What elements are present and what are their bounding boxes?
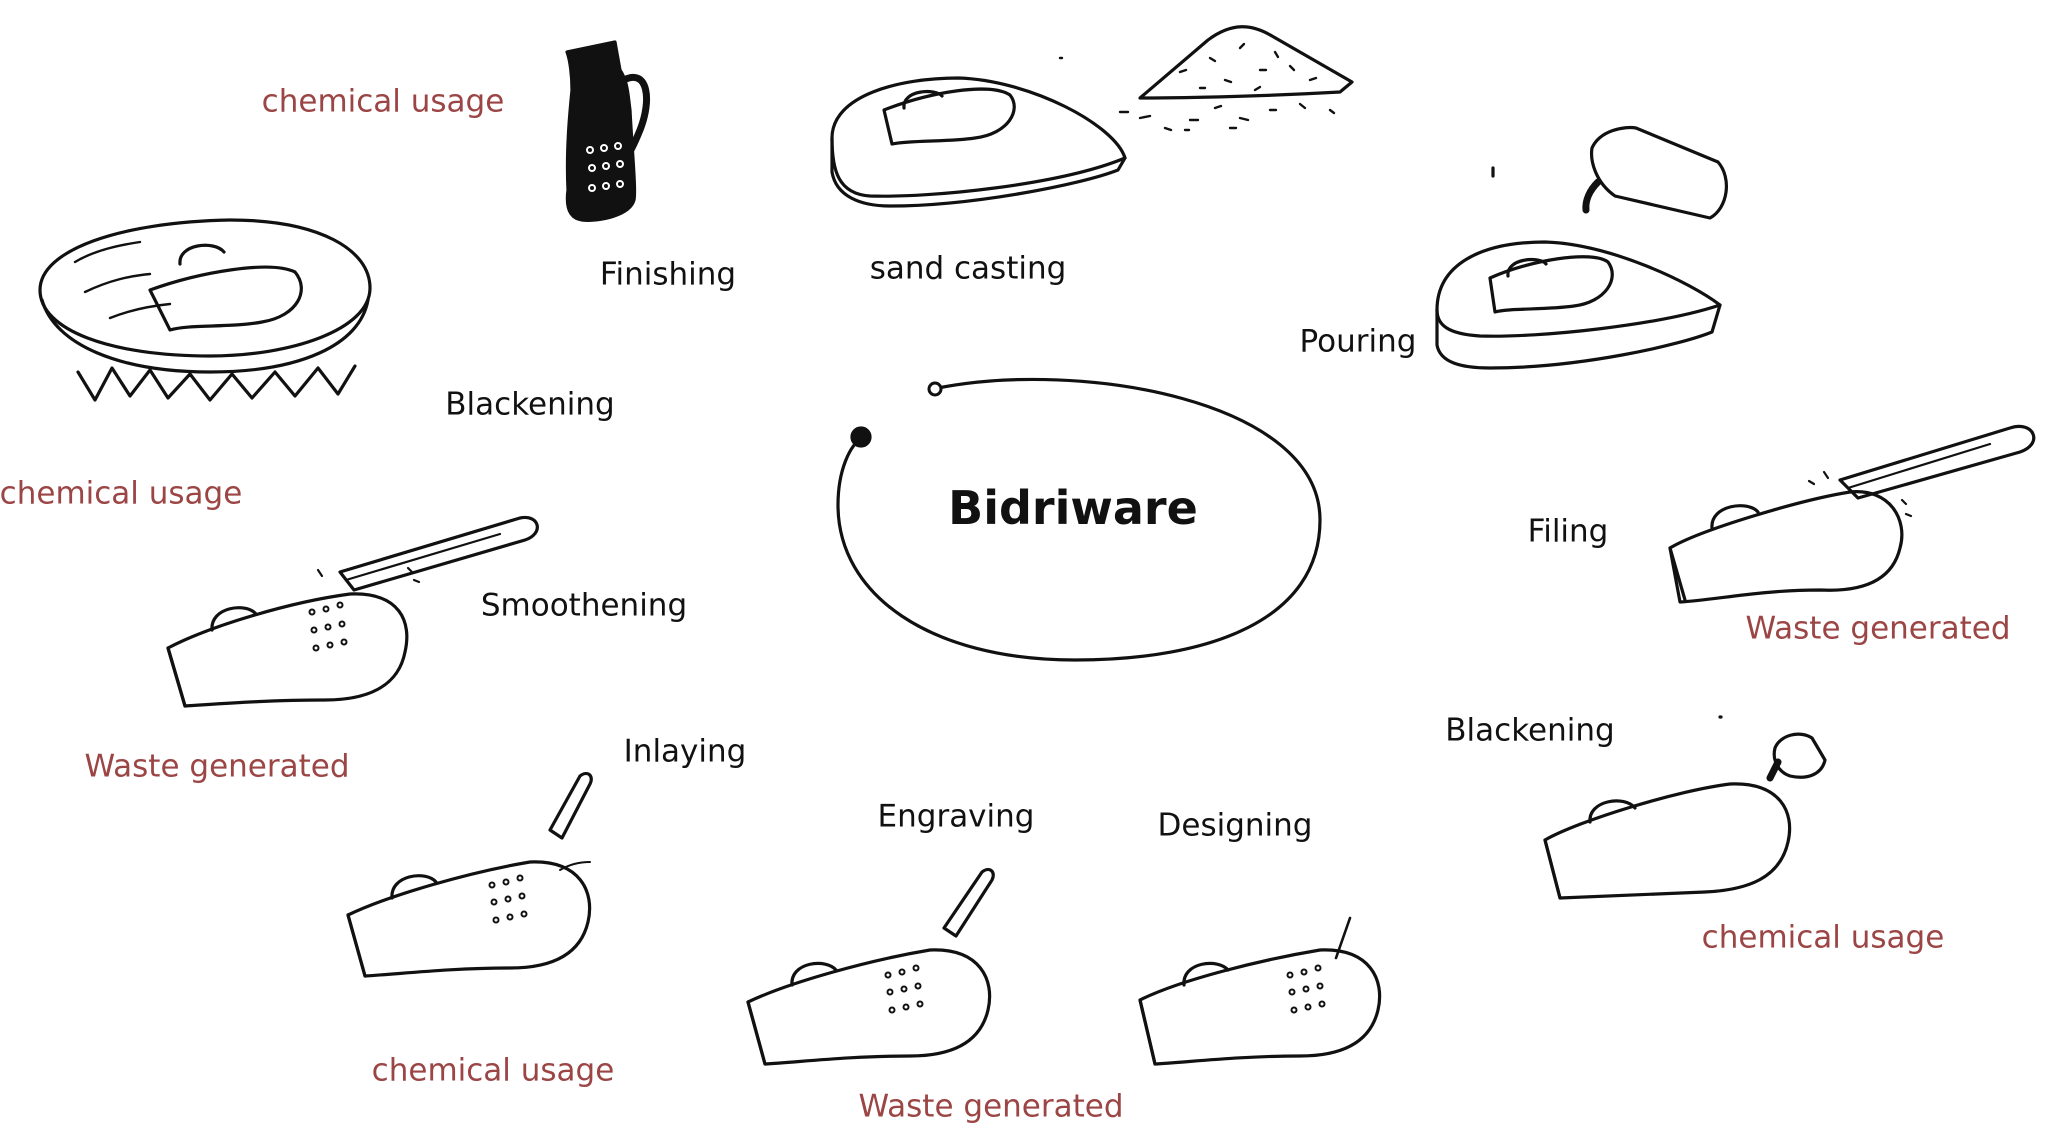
impact-label-engraving: Waste generated (858, 1088, 1124, 1125)
impact-label-blackening-left: chemical usage (0, 475, 243, 512)
step-label-pouring: Pouring (1299, 323, 1417, 360)
sand-pile-icon (1058, 25, 1354, 132)
step-label-blackening-left: Blackening (445, 386, 615, 423)
step-label-finishing: Finishing (599, 256, 737, 293)
impact-label-filing: Waste generated (1745, 610, 2011, 647)
sand-mould-icon (830, 76, 1127, 208)
step-label-smoothening: Smoothening (480, 587, 688, 624)
step-label-filing: Filing (1527, 513, 1609, 550)
step-label-designing: Designing (1157, 807, 1313, 844)
smoothening-jug-icon (166, 515, 539, 708)
engraving-jug-icon (746, 867, 995, 1066)
filing-jug-icon (1668, 424, 2036, 604)
cycle-end-dot (850, 426, 872, 448)
cycle-loop-path (836, 377, 1322, 662)
impact-label-blackening-right: chemical usage (1701, 919, 1945, 956)
blackened-jug-icon (565, 40, 650, 222)
step-label-inlaying: Inlaying (623, 733, 747, 770)
inlaying-jug-icon (346, 771, 593, 978)
impact-label-smoothening: Waste generated (84, 748, 350, 785)
step-label-engraving: Engraving (877, 798, 1035, 835)
step-label-sand-casting: sand casting (869, 250, 1067, 287)
cycle-start-dot (927, 381, 943, 397)
step-label-blackening-right: Blackening (1445, 712, 1615, 749)
center-title: Bidriware (948, 481, 1198, 535)
cycle-loop (836, 377, 1322, 662)
blackening-pour-icon (1543, 715, 1827, 900)
heating-bath-icon (38, 218, 372, 402)
impact-label-finishing: chemical usage (261, 83, 505, 120)
pouring-mould-icon (1435, 125, 1728, 370)
designing-jug-icon (1138, 916, 1382, 1066)
impact-label-inlaying: chemical usage (371, 1052, 615, 1089)
